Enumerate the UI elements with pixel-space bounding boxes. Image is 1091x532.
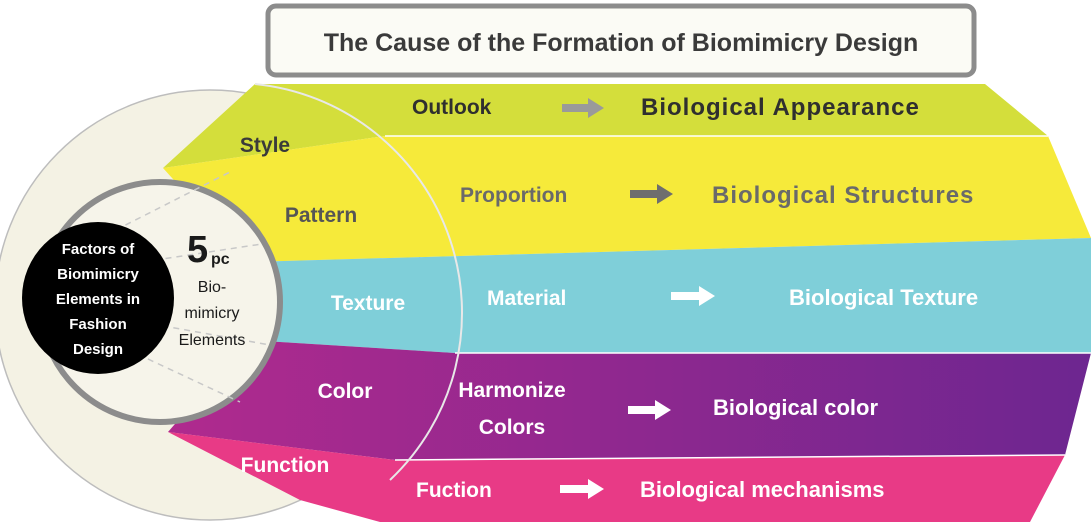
band-style — [163, 84, 1048, 168]
band-right-texture: Biological Texture — [789, 285, 978, 310]
band-right-appearance: Biological Appearance — [641, 94, 920, 121]
core-circle — [22, 222, 174, 374]
wedge-arc — [254, 83, 464, 481]
core-text: Factors of Biomimicry Elements in Fashio… — [56, 241, 140, 358]
band-right-color: Biological color — [713, 395, 878, 420]
arrow-right-icon — [671, 286, 715, 306]
element-color: Color — [318, 380, 373, 403]
mid-line: Elements — [179, 332, 246, 349]
arrow-right-icon — [630, 184, 673, 204]
band-left-proportion: Proportion — [460, 184, 567, 207]
band-left-material: Material — [487, 287, 566, 310]
mid-line: mimicry — [184, 305, 239, 322]
element-labels: Style Pattern Texture Color Function — [240, 134, 405, 477]
band-right-mechanisms: Biological mechanisms — [640, 477, 885, 502]
mid-number: 5 — [187, 229, 208, 271]
core-line: Elements in — [56, 291, 140, 308]
core-line: Design — [73, 341, 123, 358]
band-texture — [248, 238, 1091, 353]
element-texture: Texture — [331, 292, 405, 315]
band-left-outlook: Outlook — [412, 96, 492, 119]
band-separators — [385, 135, 1091, 461]
core-line: Biomimicry — [57, 266, 139, 283]
mid-line: Bio- — [198, 279, 226, 296]
element-function: Function — [241, 454, 330, 477]
mid-unit: pc — [211, 251, 230, 268]
arrow-right-icon — [562, 98, 604, 118]
arrows — [560, 98, 715, 499]
band-left-fuction: Fuction — [416, 479, 492, 502]
core-line: Factors of — [62, 241, 136, 258]
band-function — [168, 432, 1065, 522]
arrow-right-icon — [560, 479, 604, 499]
band-left-harmonize: Harmonize — [458, 379, 565, 402]
title-box: The Cause of the Formation of Biomimicry… — [265, 3, 977, 78]
mid-text: 5 pc Bio- mimicry Elements — [179, 229, 246, 349]
band-left-colors: Colors — [479, 416, 546, 439]
band-texts: Outlook Biological Appearance Proportion… — [412, 94, 978, 502]
band-color — [168, 340, 1091, 460]
element-pattern: Pattern — [285, 204, 357, 227]
band-right-structures: Biological Structures — [712, 182, 974, 209]
arrow-right-icon — [628, 400, 671, 420]
band-pattern — [163, 136, 1091, 262]
element-style: Style — [240, 134, 290, 157]
title-text: The Cause of the Formation of Biomimicry… — [324, 29, 919, 57]
core-line: Fashion — [69, 316, 127, 333]
